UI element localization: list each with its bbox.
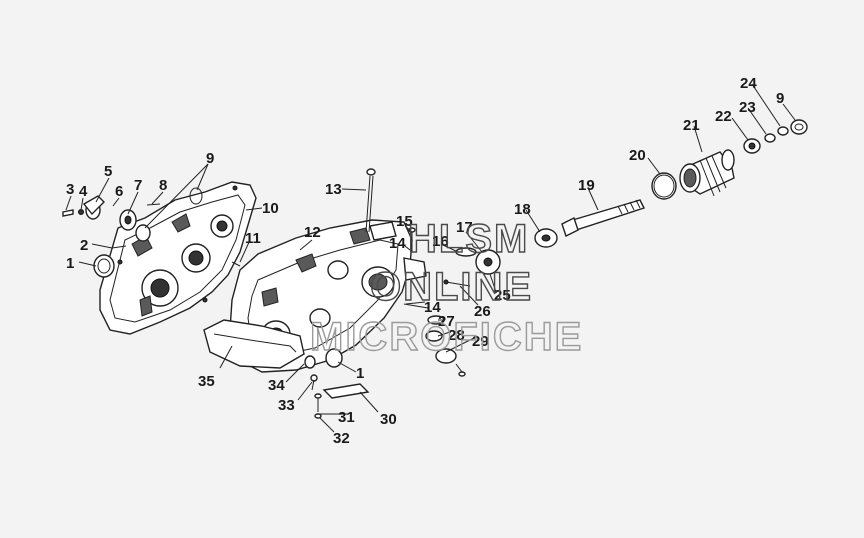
callout-20: 20	[629, 147, 646, 164]
callout-6: 6	[115, 183, 123, 200]
callout-22: 22	[715, 108, 732, 125]
callout-16: 16	[432, 233, 449, 250]
callout-9-right: 9	[776, 90, 784, 107]
callout-4: 4	[79, 183, 88, 200]
callout-12: 12	[304, 224, 321, 241]
callout-28: 28	[448, 327, 465, 344]
callout-24: 24	[740, 75, 757, 92]
callout-31: 31	[338, 409, 355, 426]
callout-30: 30	[380, 411, 397, 428]
callout-10: 10	[262, 200, 279, 217]
leader-lines	[65, 83, 796, 433]
callout-33: 33	[278, 397, 295, 414]
lower-small-parts	[304, 348, 370, 419]
callout-1-left: 1	[66, 255, 74, 272]
callout-27: 27	[438, 313, 455, 330]
callout-2: 2	[80, 237, 88, 254]
callout-labels: 3 4 5 6 7 8 9 10 11 2 1 13 12 15 14 16 1…	[66, 75, 784, 447]
callout-26: 26	[474, 303, 491, 320]
callout-23: 23	[739, 99, 756, 116]
bolt-13-part	[365, 168, 376, 233]
callout-35: 35	[198, 373, 215, 390]
callout-11: 11	[245, 230, 261, 247]
callout-29: 29	[472, 333, 489, 350]
callout-13: 13	[325, 181, 342, 198]
callout-14-lower: 14	[424, 299, 441, 316]
lower-pan	[203, 319, 305, 369]
callout-7: 7	[134, 177, 142, 194]
callout-25: 25	[494, 287, 511, 304]
watermark: HLSM ONLINE MICROFICHE	[309, 216, 583, 359]
callout-1-lower: 1	[356, 365, 364, 382]
center-small-parts	[403, 227, 501, 377]
shaft-assembly	[534, 119, 808, 248]
watermark-line-3: MICROFICHE	[310, 315, 583, 359]
callout-5: 5	[104, 163, 112, 180]
callout-17: 17	[456, 219, 473, 236]
callout-18: 18	[514, 201, 531, 218]
callout-14-upper: 14	[389, 235, 406, 252]
callout-15: 15	[396, 213, 413, 230]
callout-9-left: 9	[206, 150, 214, 167]
case-cover	[99, 181, 257, 335]
callout-32: 32	[333, 430, 350, 447]
callout-8: 8	[159, 177, 167, 194]
callout-34: 34	[268, 377, 285, 394]
watermark-line-2: ONLINE	[370, 265, 533, 309]
callout-19: 19	[578, 177, 595, 194]
watermark-line-1: HLSM	[408, 217, 529, 261]
callout-21: 21	[683, 117, 700, 134]
callout-3: 3	[66, 181, 74, 198]
